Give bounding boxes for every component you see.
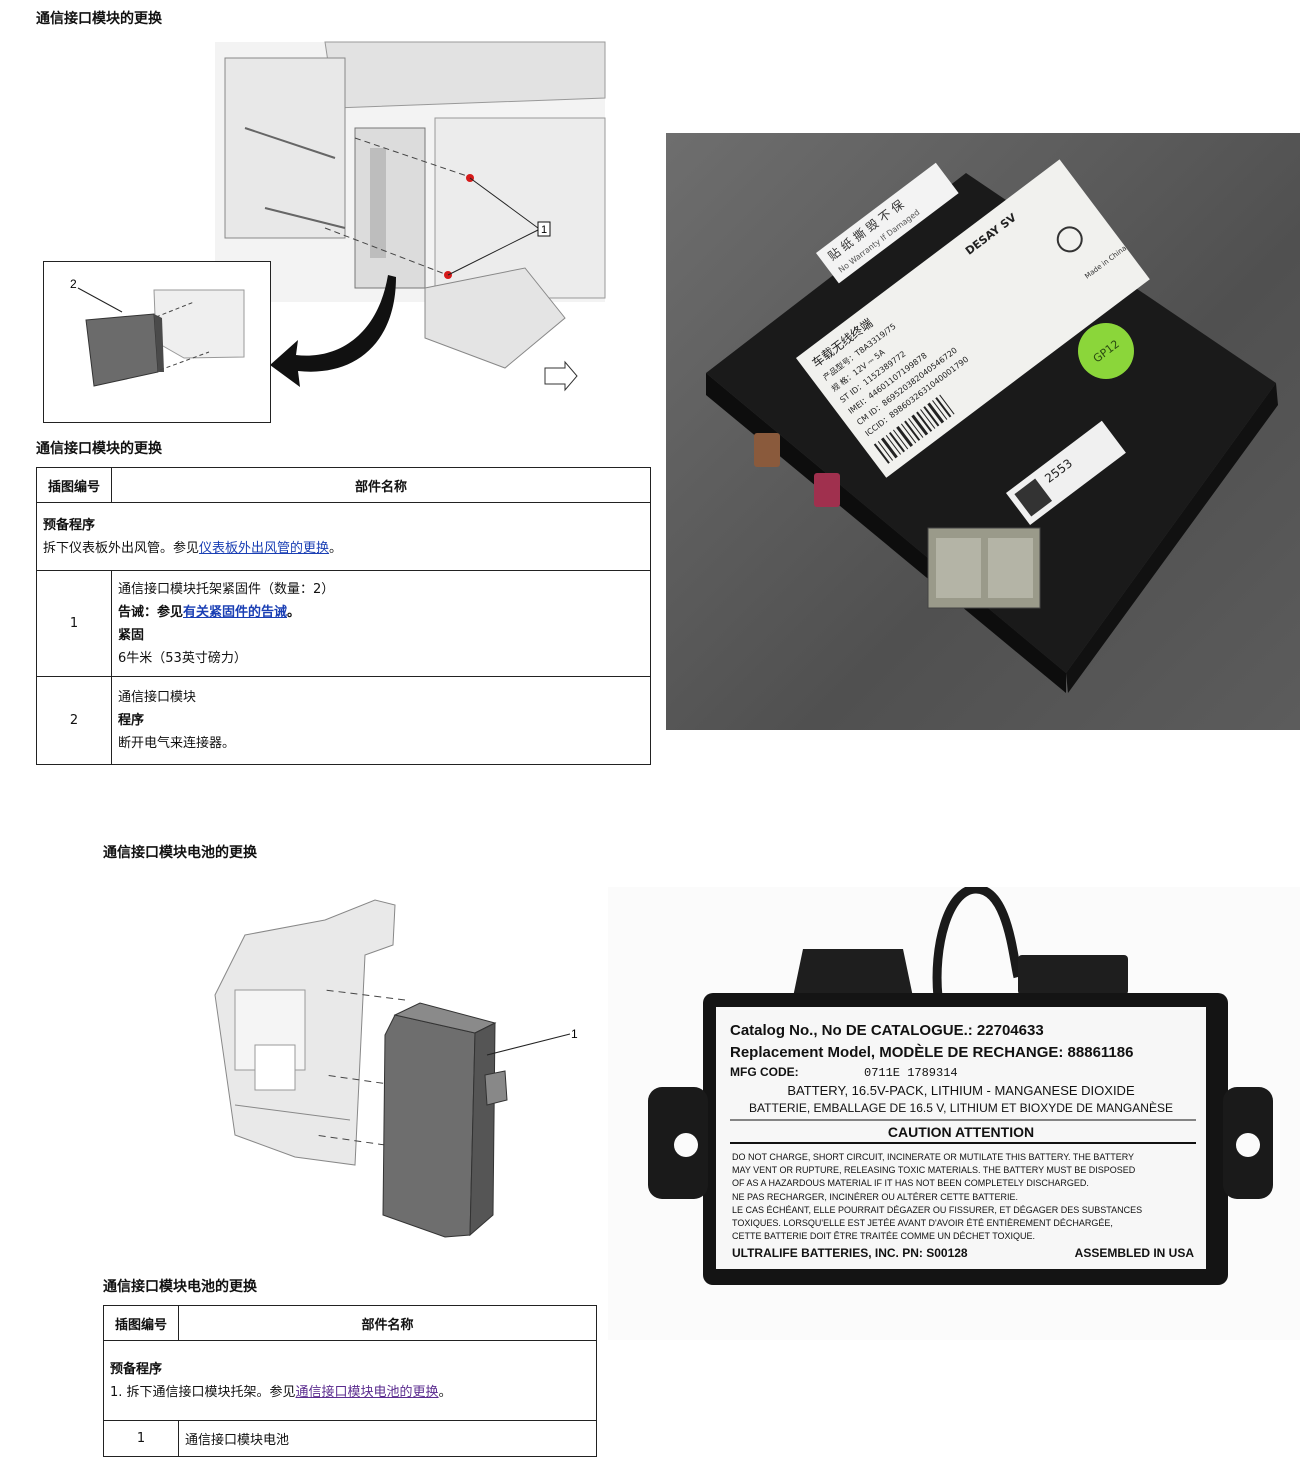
callout-battery-1: 1 [571, 1027, 578, 1041]
prep-text: 拆下仪表板外出风管。参见 [43, 540, 200, 556]
prep-cell-2: 预备程序 1. 拆下通信接口模块托架。参见通信接口模块电池的更换。 [103, 1340, 597, 1421]
row1-name-2: 通信接口模块电池 [178, 1420, 597, 1457]
battery-catalog: Catalog No., No DE CATALOGUE.: 22704633 [730, 1022, 1044, 1039]
section2-table: 插图编号 部件名称 预备程序 1. 拆下通信接口模块托架。参见通信接口模块电池的… [103, 1305, 597, 1457]
battery-mfg-value: 0711E 1789314 [864, 1066, 958, 1080]
battery-warn-6: CETTE BATTERIE DOIT ÊTRE TRAITÉE COMME U… [732, 1231, 1035, 1241]
row1-warning-link[interactable]: 有关紧固件的告诫 [183, 604, 288, 620]
battery-footer-left: ULTRALIFE BATTERIES, INC. PN: S00128 [732, 1246, 968, 1260]
battery-warn-4: LE CAS ÉCHÉANT, ELLE POURRAIT DÉGAZER OU… [732, 1205, 1142, 1215]
battery-photo: Catalog No., No DE CATALOGUE.: 22704633 … [608, 887, 1300, 1340]
row1-tighten-label: 紧固 [118, 627, 145, 643]
prep-link-2[interactable]: 通信接口模块电池的更换 [295, 1384, 439, 1400]
prep-end-2: 。 [438, 1384, 452, 1400]
callout-2: 2 [70, 277, 77, 291]
row1-warning-end: 。 [287, 604, 301, 620]
battery-desc-en: BATTERY, 16.5V-PACK, LITHIUM - MANGANESE… [787, 1083, 1135, 1098]
battery-desc-fr: BATTERIE, EMBALLAGE DE 16.5 V, LITHIUM E… [749, 1100, 1173, 1115]
col-header-figure: 插图编号 [36, 467, 112, 503]
battery-warn-2: OF AS A HAZARDOUS MATERIAL IF IT HAS NOT… [732, 1178, 1089, 1188]
pink-connector [814, 473, 840, 507]
row1-num: 1 [36, 570, 112, 677]
battery-warn-3: NE PAS RECHARGER, INCINÉRER OU ALTÉRER C… [732, 1192, 1018, 1202]
col-header-part: 部件名称 [111, 467, 651, 503]
row1-warning-label: 告诫：参见 [118, 604, 184, 620]
row1-num-2: 1 [103, 1420, 179, 1457]
barcode [873, 394, 955, 464]
battery-warn-0: DO NOT CHARGE, SHORT CIRCUIT, INCINERATE… [732, 1152, 1134, 1162]
battery-replacement: Replacement Model, MODÈLE DE RECHANGE: 8… [730, 1044, 1133, 1061]
gp12-badge [1078, 323, 1134, 379]
row2-name: 通信接口模块 [118, 690, 197, 705]
module-photo: 车载无线终端 产品型号：T8A3319/75 规 格：12V ⎓ 5A ST I… [666, 133, 1300, 730]
section1-title: 通信接口模块的更换 [36, 11, 162, 27]
removal-arrow [270, 275, 396, 387]
section1-table-title: 通信接口模块的更换 [36, 441, 162, 457]
battery-bracket-diagram: 1 [214, 899, 578, 1238]
prep-end: 。 [329, 540, 343, 556]
section2-table-title: 通信接口模块电池的更换 [103, 1279, 257, 1295]
prep-title: 预备程序 [43, 517, 96, 533]
row2-proc-text: 断开电气来连接器。 [118, 736, 236, 751]
col-header-part-2: 部件名称 [178, 1305, 597, 1341]
col-header-figure-2: 插图编号 [103, 1305, 179, 1341]
row1-name: 通信接口模块托架紧固件（数量：2） [118, 581, 335, 597]
section1-table: 插图编号 部件名称 预备程序 拆下仪表板外出风管。参见仪表板外出风管的更换。 1… [36, 467, 651, 765]
prep-title-2: 预备程序 [110, 1361, 163, 1377]
section2-title: 通信接口模块电池的更换 [103, 845, 257, 861]
row1-tighten-value: 6牛米（53英寸磅力） [118, 650, 247, 666]
row2-proc-label: 程序 [118, 713, 145, 728]
battery-warn-5: TOXIQUES. LORSQU'ELLE EST JETÉE AVANT D'… [732, 1218, 1113, 1228]
prep-link[interactable]: 仪表板外出风管的更换 [199, 540, 330, 556]
row2-num: 2 [36, 676, 112, 765]
dashboard-diagram: 1 [215, 41, 606, 392]
brown-connector [754, 433, 780, 467]
battery-warn-1: MAY VENT OR RUPTURE, RELEASING TOXIC MAT… [732, 1165, 1136, 1175]
battery-caution: CAUTION ATTENTION [888, 1124, 1034, 1140]
prep-cell: 预备程序 拆下仪表板外出风管。参见仪表板外出风管的更换。 [36, 502, 651, 571]
callout-1: 1 [541, 224, 547, 236]
inset-detail: 2 [43, 261, 271, 423]
row2-detail: 通信接口模块 程序 断开电气来连接器。 [111, 676, 651, 765]
battery-mfg-label: MFG CODE: [730, 1065, 799, 1079]
row1-detail: 通信接口模块托架紧固件（数量：2） 告诫：参见有关紧固件的告诫。 紧固 6牛米（… [111, 570, 651, 677]
prep-text-2: 1. 拆下通信接口模块托架。参见 [110, 1384, 296, 1400]
battery-footer-right: ASSEMBLED IN USA [1075, 1246, 1195, 1260]
